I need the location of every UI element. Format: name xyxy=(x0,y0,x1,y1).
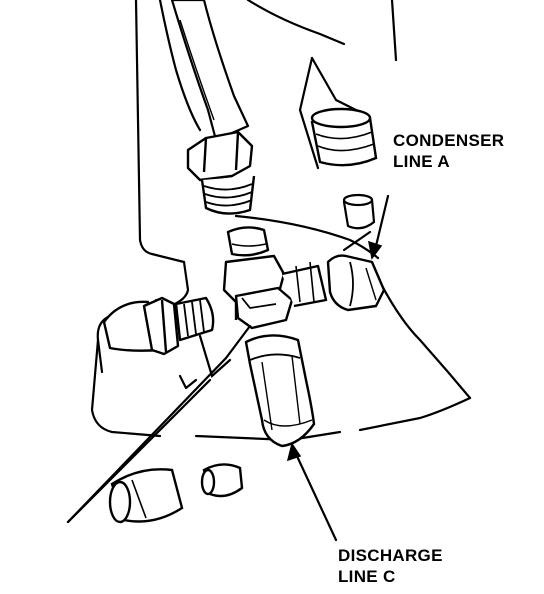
discharge-line-c-label: DISCHARGE LINE C xyxy=(338,545,443,587)
small-plug xyxy=(342,193,376,230)
background-outline xyxy=(90,0,472,442)
condenser-line-a-label: CONDENSER LINE A xyxy=(393,130,504,172)
bottom-cap xyxy=(108,468,184,524)
discharge-hose-c xyxy=(244,334,316,448)
condenser-line-a-label-line2: LINE A xyxy=(393,152,450,171)
discharge-line-c-label-line2: LINE C xyxy=(338,567,396,586)
tee-fitting xyxy=(222,226,328,330)
top-cap xyxy=(310,107,378,167)
bottom-plug xyxy=(200,463,244,498)
leader-lines xyxy=(66,194,390,542)
upper-hose xyxy=(170,0,250,142)
condenser-line-a-label-line1: CONDENSER xyxy=(393,131,505,150)
discharge-line-c-label-line1: DISCHARGE xyxy=(338,546,443,565)
top-hex-nut xyxy=(186,130,256,215)
condenser-hose-a xyxy=(326,254,386,312)
arrow-heads xyxy=(286,240,383,462)
left-hex-fitting xyxy=(102,296,215,356)
